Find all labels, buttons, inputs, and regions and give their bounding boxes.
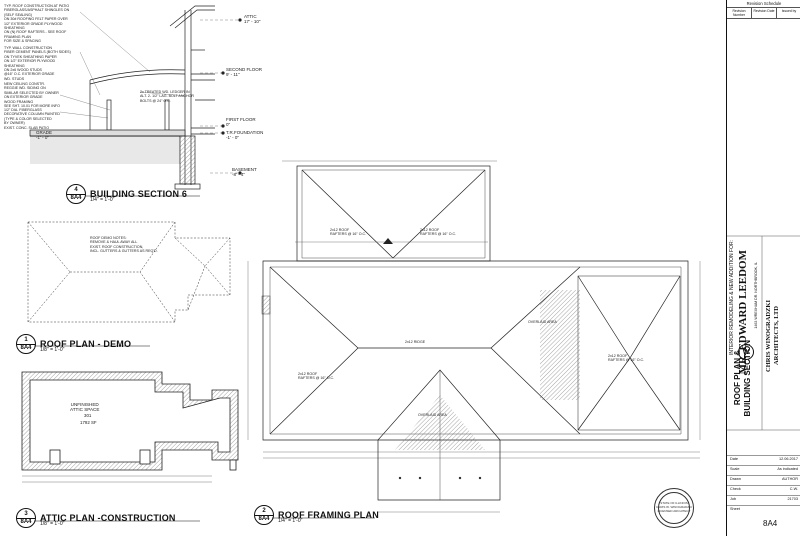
info-row: Sheet (727, 505, 800, 515)
chimney (261, 295, 271, 315)
note-rafters-1: 2x12 ROOF RAFTERS @ 16" O.C. (330, 228, 367, 237)
note-ceiling: NEW CEILING CONSTR. REGGIE WD. SIDING ON… (4, 82, 60, 109)
project-type: INTERIOR REMODELING & NEW ADDITION FOR: (729, 240, 735, 356)
note-attic-area: 1792 SF (80, 420, 97, 425)
firm-logo-icon: W (738, 344, 754, 360)
note-slab: EXIST. CONC. SLAB PATIO (4, 126, 49, 130)
level-grade: GRADE-1' - 0" (36, 130, 53, 140)
note-ridge: 2x12 RIDGE (405, 340, 426, 344)
revision-col: Revision Number (727, 8, 752, 18)
level-basement: BASEMENT-8' - 4" (232, 167, 257, 177)
note-attic-room: 301 (84, 413, 92, 418)
firm-name-1: CHRIS WINOGRADZKI (765, 300, 772, 372)
note-fiberglass-column: 1/2" DIA. FIBERGLASS DECORATIVE COLUMN P… (4, 108, 60, 126)
building-section-drawing (29, 5, 215, 190)
revision-header: Revision Schedule (727, 0, 800, 8)
revision-col: Revision Date (752, 8, 777, 18)
roof-plan-demo-drawing (27, 221, 231, 323)
attic-plan-drawing (21, 371, 239, 483)
note-rafters-4: 2x12 ROOF RAFTERS @ 16" O.C. (608, 354, 645, 363)
level-foundation: T.R.FOUNDATION-1' - 0" (226, 130, 264, 140)
section-cut-mark (383, 238, 393, 244)
sheet-number: 8A4 (763, 519, 778, 528)
overlaid-areas (395, 290, 580, 450)
note-rafters-2: 2x12 ROOF RAFTERS @ 16" O.C. (420, 228, 457, 237)
revision-columns: Revision Number Revision Date Issued by (727, 8, 800, 19)
level-markers (221, 18, 242, 175)
revision-schedule: Revision Schedule Revision Number Revisi… (727, 0, 800, 19)
note-roof-demo: ROOF DEMO NOTES: REMOVE & HAUL AWAY ALL … (90, 236, 158, 254)
note-rafters-3: 2x12 ROOF RAFTERS @ 16" O.C. (298, 372, 335, 381)
note-attic-space: UNFINISHED ATTIC SPACE (70, 402, 100, 413)
architect-seal: STATE OF ILLINOIS CHRIS W. WINOGRADZKI L… (654, 488, 694, 528)
dimension-lines (247, 160, 701, 513)
project-address: 1463 WREXHAM DR. NORTHBROOK, IL (754, 262, 758, 329)
level-lines (200, 19, 238, 174)
title-block: Revision Schedule Revision Number Revisi… (726, 0, 800, 536)
revision-col: Issued by (781, 9, 797, 13)
roof-framing-drawing (262, 165, 689, 501)
note-overlaid-2: OVERLAID AREA (418, 413, 447, 417)
firm-name-2: ARCHITECTS, LTD (773, 306, 780, 366)
note-wall-construction: TYP. WALL CONSTRUCTION FIBER CEMENT PANE… (4, 46, 71, 81)
note-patio-roof: TYP. ROOF CONSTRUCTION AT PATIO FIBERGLA… (4, 4, 70, 44)
note-overlaid-1: OVERLAID AREA (528, 320, 557, 324)
leader-lines (59, 11, 187, 119)
note-ledger: 2x TREATED WD. LEDGER IN ALT. 2- 1/2" LA… (140, 90, 195, 103)
